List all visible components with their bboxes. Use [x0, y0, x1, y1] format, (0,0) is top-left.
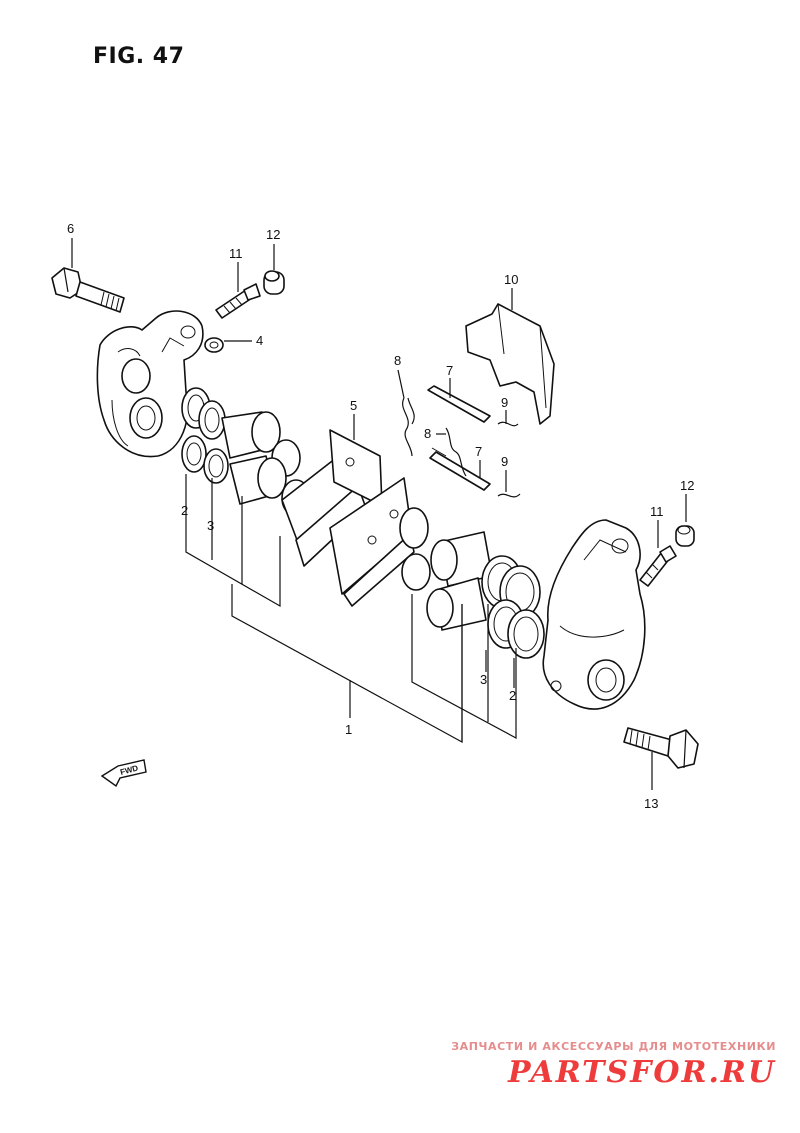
part-7-pad-pins — [427, 385, 491, 491]
part-8-clips — [402, 397, 467, 477]
callout-2-left: 2 — [181, 503, 188, 518]
callout-labels: 6 11 12 4 10 8 7 5 9 8 7 9 12 2 3 11 3 2… — [67, 221, 694, 811]
callout-5: 5 — [350, 398, 357, 413]
callout-7-bottom: 7 — [475, 444, 482, 459]
callout-2-right: 2 — [509, 688, 516, 703]
callout-6: 6 — [67, 221, 74, 236]
callout-11-right: 11 — [650, 504, 664, 519]
pistons-right — [399, 507, 493, 631]
part-5-brake-pads — [281, 429, 415, 607]
callout-9-bottom: 9 — [501, 454, 508, 469]
figure-title: FIG. 47 — [93, 44, 185, 69]
part-6-bolt — [51, 267, 125, 313]
part-10-pad-spring — [465, 303, 555, 425]
watermark-tagline: ЗАПЧАСТИ И АКСЕССУАРЫ ДЛЯ МОТОТЕХНИКИ — [451, 1040, 776, 1053]
seals-right — [481, 555, 545, 659]
caliper-body-left — [96, 310, 204, 458]
part-9-springs — [497, 421, 521, 498]
callout-12-left: 12 — [266, 227, 280, 242]
callout-11-left: 11 — [229, 246, 243, 261]
caliper-body-right — [542, 519, 646, 710]
callout-7-top: 7 — [446, 363, 453, 378]
seals-left — [181, 387, 229, 484]
part-4-washer — [204, 337, 224, 353]
callout-9-top: 9 — [501, 395, 508, 410]
part-13-bolt — [623, 727, 699, 769]
part-12-cap-right — [675, 525, 695, 547]
leader-8-top — [397, 369, 405, 399]
callout-3-left: 3 — [207, 518, 214, 533]
part-12-cap-left — [263, 270, 285, 295]
callout-3-right: 3 — [480, 672, 487, 687]
callout-8-top: 8 — [394, 353, 401, 368]
pistons-left — [221, 411, 311, 517]
callout-12-right: 12 — [680, 478, 694, 493]
callout-8-bottom: 8 — [424, 426, 431, 441]
callout-4: 4 — [256, 333, 263, 348]
callout-1: 1 — [345, 722, 352, 737]
watermark-logo: PARTSFOR.RU — [508, 1055, 776, 1090]
part-11-bleeder-right — [639, 545, 677, 587]
assembly-bracket-lines — [185, 474, 517, 744]
part-11-bleeder-left — [215, 283, 261, 319]
callout-13: 13 — [644, 796, 658, 811]
callout-10: 10 — [504, 272, 518, 287]
fwd-direction-marker: FWD — [100, 759, 147, 788]
